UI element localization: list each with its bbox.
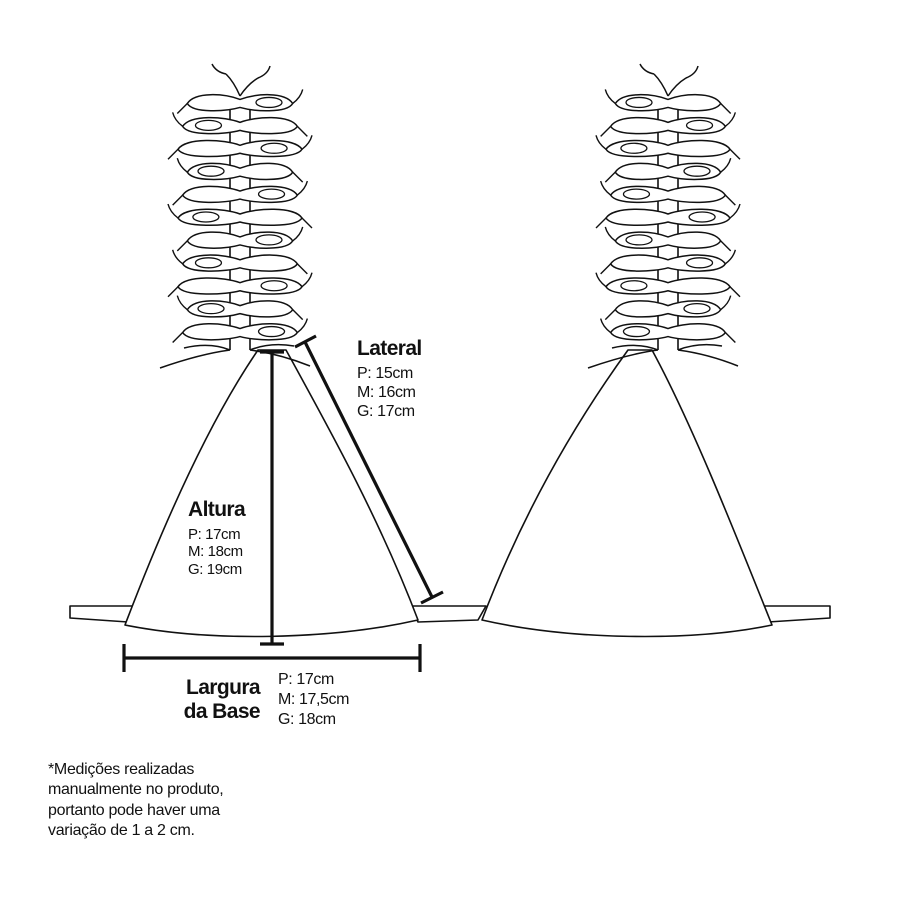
ornament-twig: [599, 180, 736, 206]
footnote-line-2: manualmente no produto,: [48, 781, 224, 799]
ornament-leaf: [197, 165, 225, 177]
ornament-twig: [604, 295, 732, 321]
ornament-twig: [167, 135, 313, 160]
ornament-leaf: [683, 165, 711, 177]
altura-title: Altura: [188, 498, 246, 521]
left-band: [69, 605, 135, 623]
lateral-size-m: M: 16cm: [357, 383, 416, 401]
measurement-lines: [122, 334, 444, 672]
ornament-twig: [171, 249, 308, 275]
ornament-leaf: [622, 188, 651, 200]
ornament-twig: [595, 135, 741, 160]
ornament-twig: [176, 295, 304, 321]
ornament-twig: [595, 272, 741, 298]
ornament-leaf: [194, 257, 223, 269]
ornament-leaf: [257, 188, 286, 200]
ornament-twig: [604, 89, 732, 114]
altura-size-p: P: 17cm: [188, 525, 241, 543]
lateral-measure: Lateral P: 15cm M: 16cm G: 17cm: [357, 337, 422, 421]
ornament-leaf: [685, 119, 714, 132]
ornament-twig: [167, 203, 313, 229]
ornament-top-sprig: [639, 63, 699, 97]
altura-measure: Altura P: 17cm M: 18cm G: 19cm: [188, 498, 246, 579]
ornament-roots: [159, 343, 311, 369]
ornament-twig: [176, 89, 304, 114]
ornament-twig: [595, 203, 741, 229]
altura-size-m: M: 18cm: [188, 543, 243, 561]
ornament-leaf: [622, 325, 651, 338]
lateral-cap-top: [294, 334, 317, 349]
measurement-footnote: *Medições realizadas manualmente no prod…: [48, 760, 308, 841]
lateral-size-g: G: 17cm: [357, 402, 415, 420]
largura-title-line1: Largura: [186, 676, 261, 699]
ornament-leaf: [625, 234, 653, 246]
ornament-leaf: [260, 142, 288, 154]
lateral-line: [303, 341, 434, 598]
right-cup: [481, 349, 773, 638]
right-strap-ornament: [587, 63, 741, 369]
lateral-title: Lateral: [357, 337, 422, 360]
ornament-twig: [172, 180, 309, 206]
lateral-cap-bottom: [420, 590, 444, 605]
largura-size-p: P: 17cm: [278, 671, 334, 688]
ornament-twig: [604, 157, 732, 183]
footnote-line-1: *Medições realizadas: [48, 761, 195, 778]
ornament-twig: [176, 157, 304, 183]
ornament-leaf: [625, 96, 653, 109]
largura-title-line2: da Base: [183, 699, 261, 723]
largura-size-m: M: 17,5cm: [278, 691, 350, 708]
left-band-right: [409, 605, 487, 623]
ornament-leaf: [620, 280, 648, 292]
largura-measure: P: 17cm M: 17,5cm G: 18cm: [278, 670, 349, 730]
ornament-leaf: [255, 96, 283, 109]
ornament-leaf: [194, 119, 223, 132]
ornament-leaf: [197, 302, 225, 315]
ornament-twig: [172, 318, 309, 344]
ornament-leaf: [683, 302, 711, 315]
ornament-twig: [171, 112, 308, 137]
ornament-twig: [176, 226, 304, 252]
ornament-twig: [599, 318, 736, 344]
ornament-twig: [604, 226, 732, 252]
largura-title: Largura da Base: [183, 676, 261, 723]
ornament-leaf: [685, 257, 714, 269]
ornament-roots: [587, 343, 739, 369]
altura-size-g: G: 19cm: [188, 561, 242, 579]
ornament-twig: [600, 249, 737, 275]
largura-size-g: G: 18cm: [278, 711, 336, 728]
ornament-leaf: [260, 280, 288, 292]
right-piece: [481, 349, 831, 638]
lateral-size-p: P: 15cm: [357, 364, 413, 382]
ornament-top-sprig: [211, 63, 271, 97]
ornament-twig: [600, 112, 737, 137]
ornament-leaf: [255, 234, 283, 246]
footnote-line-3: portanto pode haver uma: [48, 801, 220, 819]
ornament-leaf: [688, 211, 716, 223]
ornament-twig: [167, 272, 313, 298]
ornament-leaf: [257, 325, 286, 338]
footnote-line-4: variação de 1 a 2 cm.: [48, 821, 195, 839]
ornament-leaf: [192, 211, 220, 223]
left-strap-ornament: [159, 63, 313, 369]
left-piece: [69, 349, 487, 638]
ornament-leaf: [620, 142, 648, 154]
